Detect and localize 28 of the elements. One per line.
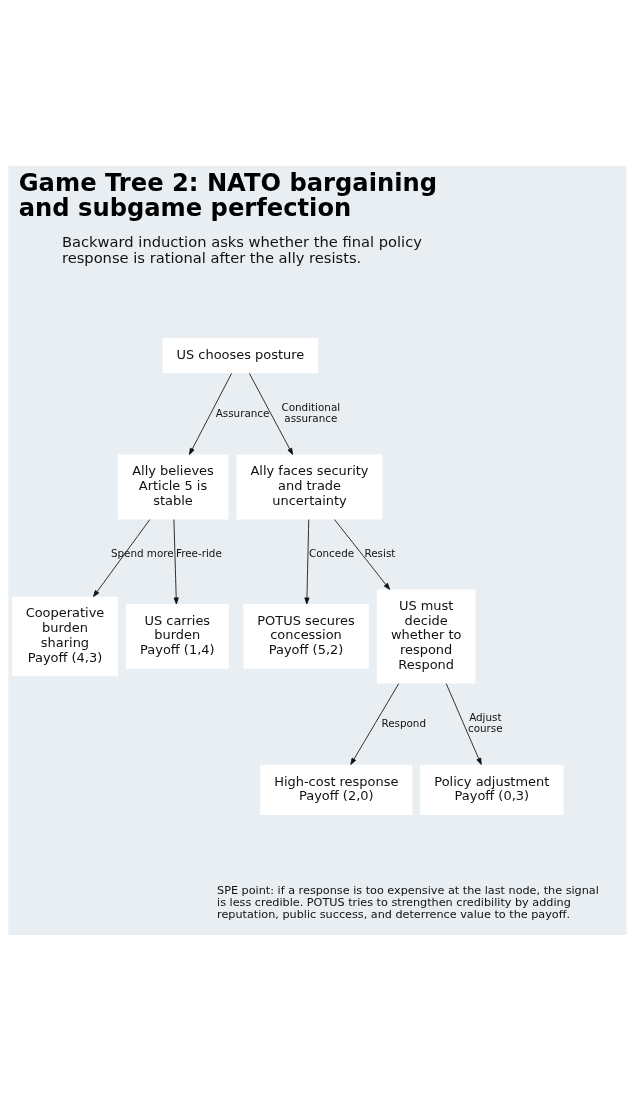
node-box: US chooses posture	[162, 337, 319, 373]
node-box: US carries burden Payoff (1,4)	[125, 603, 229, 669]
arrow	[93, 518, 151, 597]
arrow	[249, 372, 294, 455]
arrow	[173, 518, 179, 604]
edge-label: Conditional assurance	[281, 400, 341, 424]
arrow	[304, 518, 310, 604]
node-box: US must decide whether to respond Respond	[376, 588, 476, 684]
node-box: POTUS secures concession Payoff (5,2)	[243, 603, 369, 669]
node-box: Ally faces security and trade uncertainty	[236, 454, 383, 519]
edge-label: Adjust course	[468, 710, 503, 734]
diagram-title: Game Tree 2: NATO bargaining and subgame perfection	[18, 168, 437, 222]
edge-label: Free-ride	[176, 546, 222, 559]
edge-label: Concede	[308, 546, 355, 559]
arrow	[334, 518, 391, 590]
arrow	[189, 372, 232, 455]
arrow	[445, 682, 482, 765]
label: Backward induction asks whether the final policy response is rational after the ally resists.	[61, 232, 422, 266]
edge-label: Respond	[381, 716, 426, 729]
edge-label: Resist	[364, 546, 396, 559]
arrow	[350, 682, 400, 765]
node-box: Policy adjustment Payoff (0,3)	[420, 764, 564, 815]
label: SPE point: if a response is too expensive at the last node, the signal is less credible. POTUS tries to strengthen credibility by adding reputation, public success, and deterrence value to the payoff.	[217, 883, 599, 921]
edge-label: Spend more	[110, 546, 174, 559]
node-box: High-cost response Payoff (2,0)	[260, 764, 413, 815]
node-box: Cooperative burden sharing Payoff (4,3)	[11, 596, 119, 676]
edge-label: Assurance	[215, 406, 270, 419]
node-box: Ally believes Article 5 is stable	[117, 454, 229, 519]
